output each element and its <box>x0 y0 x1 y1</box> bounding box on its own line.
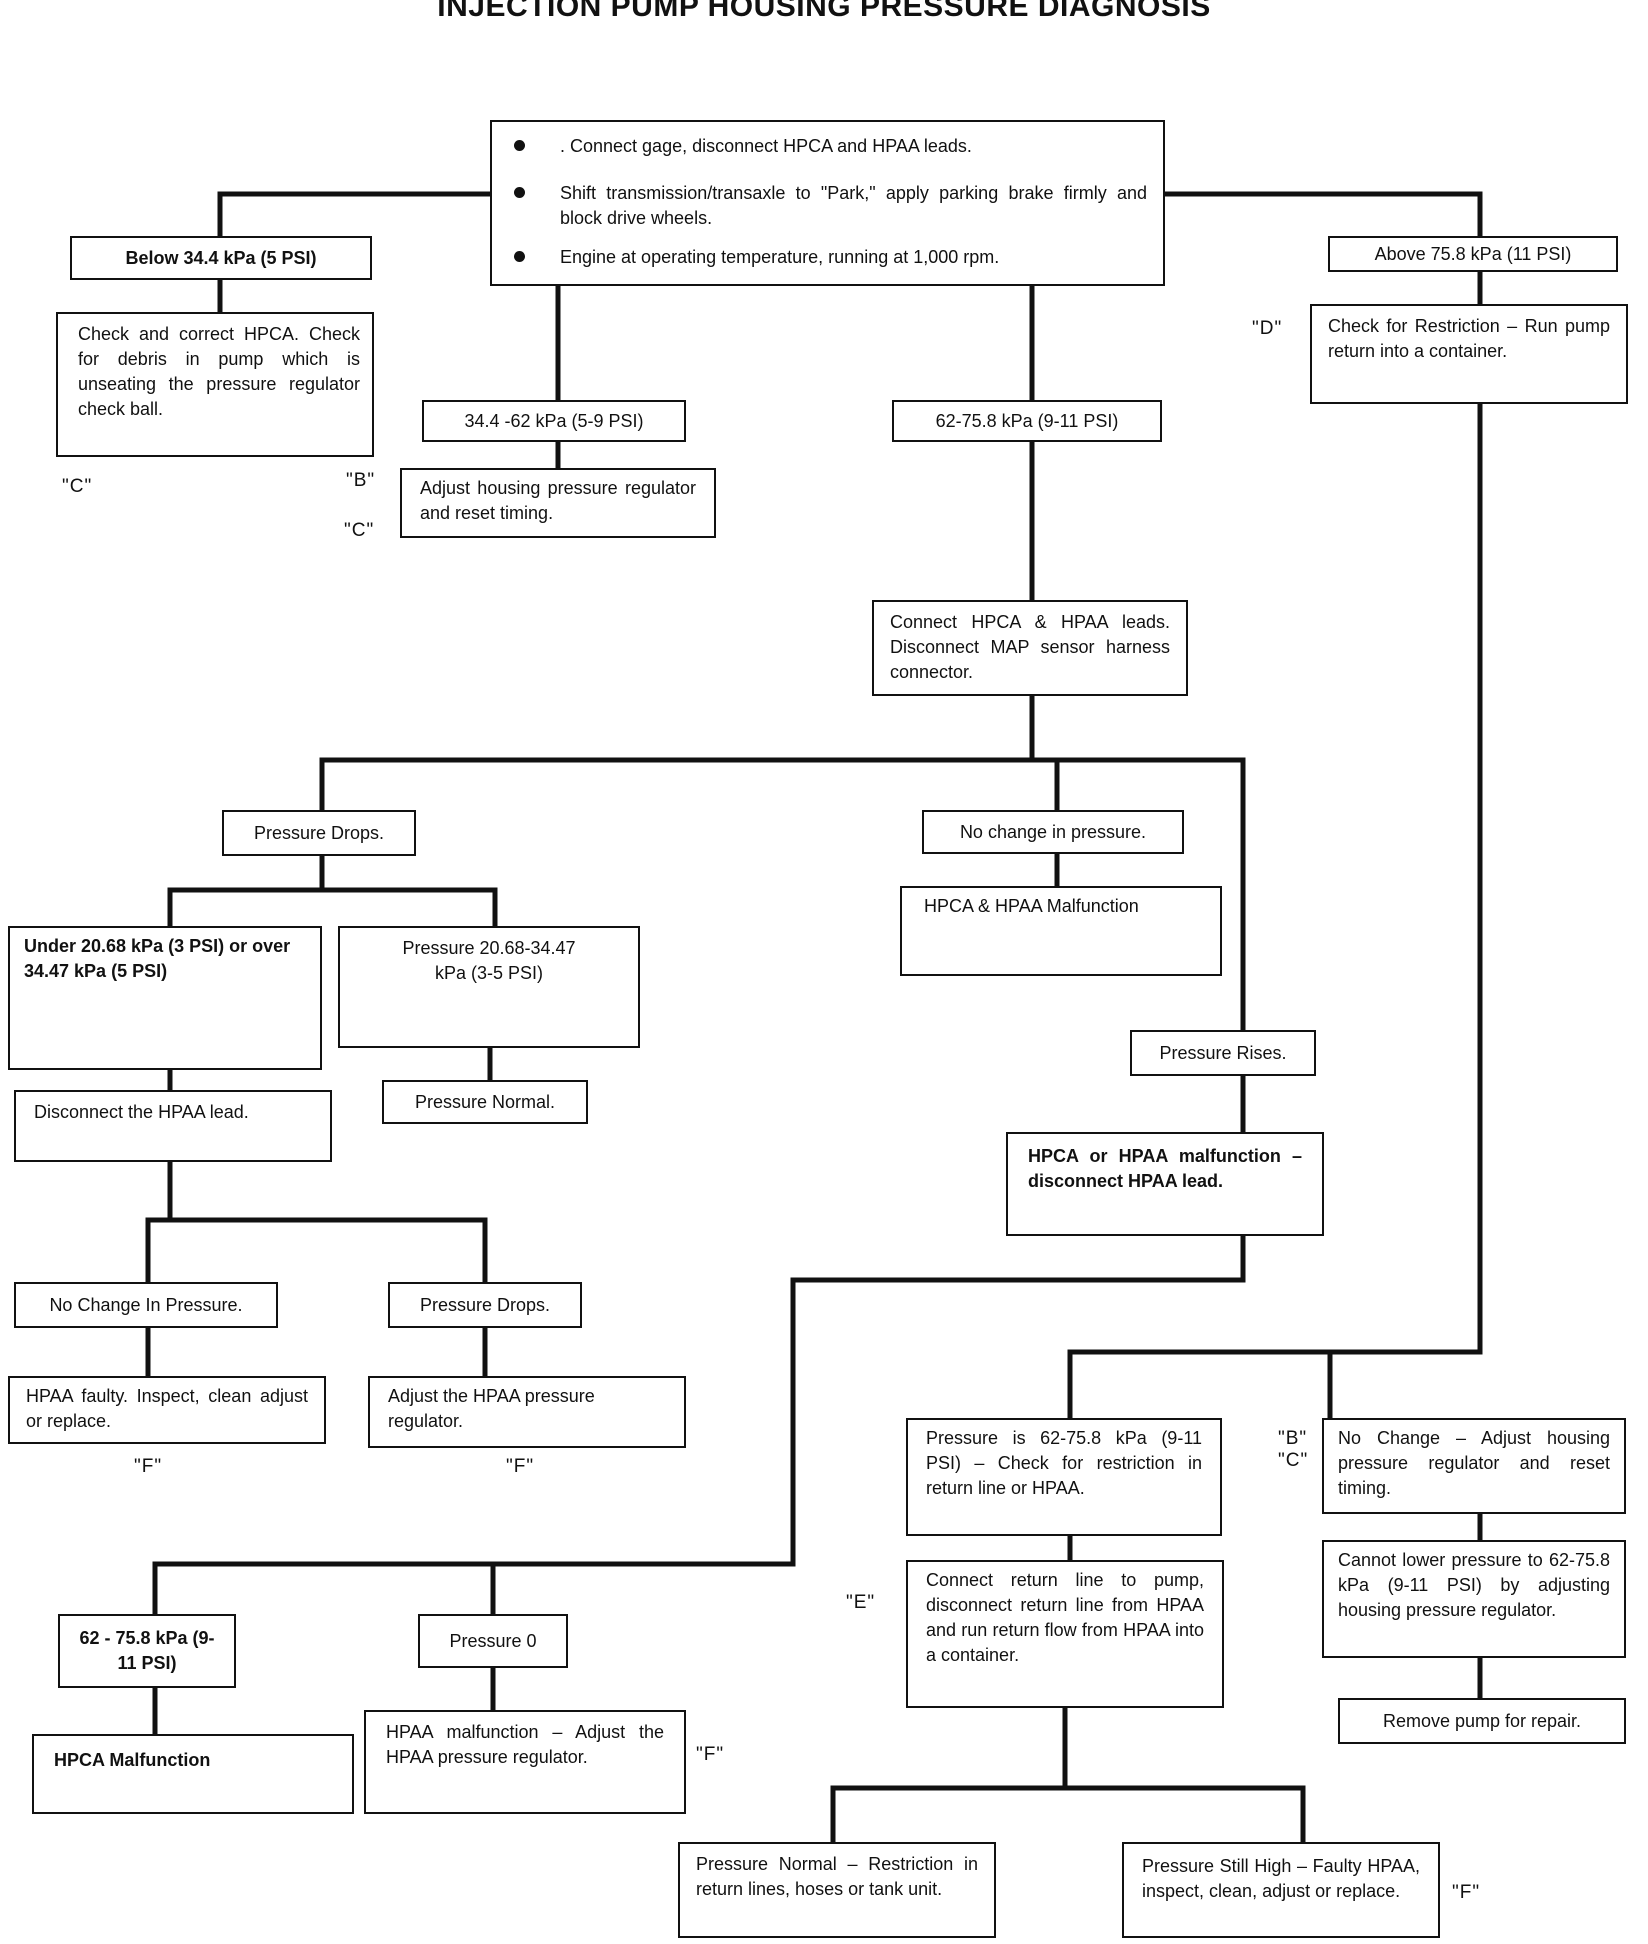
node-connect-return-line: Connect return line to pump, disconnect … <box>906 1560 1224 1708</box>
tag-f: "F" <box>696 1744 725 1765</box>
tag-b: "B" <box>1278 1428 1308 1449</box>
node-pressure-drops-2: Pressure Drops. <box>388 1282 582 1328</box>
node-pressure-still-high: Pressure Still High – Faulty HPAA, inspe… <box>1122 1842 1440 1938</box>
diagram-title: INJECTION PUMP HOUSING PRESSURE DIAGNOSI… <box>437 0 1211 23</box>
tag-f: "F" <box>134 1456 163 1477</box>
node-hpaa-malfunction: HPAA malfunction – Adjust the HPAA press… <box>364 1710 686 1814</box>
node-connect-leads: Connect HPCA & HPAA leads. Disconnect MA… <box>872 600 1188 696</box>
tag-c: "C" <box>62 476 93 497</box>
tag-c: "C" <box>344 520 375 541</box>
instruction-item: . Connect gage, disconnect HPCA and HPAA… <box>500 134 1147 159</box>
bullet-icon <box>514 140 525 151</box>
node-no-change-pressure: No change in pressure. <box>922 810 1184 854</box>
node-adjust-hpaa-regulator: Adjust the HPAA pressure regulator. <box>368 1376 686 1448</box>
node-under-over-range: Under 20.68 kPa (3 PSI) or over 34.47 kP… <box>8 926 322 1070</box>
node-hpaa-faulty: HPAA faulty. Inspect, clean adjust or re… <box>8 1376 326 1444</box>
node-pressure-normal-range: Pressure 20.68-34.47 kPa (3-5 PSI) <box>338 926 640 1048</box>
node-range-5-9psi: 34.4 -62 kPa (5-9 PSI) <box>422 400 686 442</box>
node-restriction-return-lines: Pressure Normal – Restriction in return … <box>678 1842 996 1938</box>
node-check-restriction: Check for Restriction – Run pump return … <box>1310 304 1628 404</box>
start-instructions-box: . Connect gage, disconnect HPCA and HPAA… <box>490 120 1165 286</box>
node-range-9-11psi: 62-75.8 kPa (9-11 PSI) <box>892 400 1162 442</box>
node-disconnect-hpaa: Disconnect the HPAA lead. <box>14 1090 332 1162</box>
node-below-5psi: Below 34.4 kPa (5 PSI) <box>70 236 372 280</box>
node-range-9-11psi-b: 62 - 75.8 kPa (9-11 PSI) <box>58 1614 236 1688</box>
node-hpca-hpaa-malfunction: HPCA & HPAA Malfunction <box>900 886 1222 976</box>
node-cannot-lower-pressure: Cannot lower pressure to 62-75.8 kPa (9-… <box>1322 1540 1626 1658</box>
node-pressure-zero: Pressure 0 <box>418 1614 568 1668</box>
node-hpca-or-hpaa-malfunction: HPCA or HPAA malfunction – disconnect HP… <box>1006 1132 1324 1236</box>
node-pressure-is-range: Pressure is 62-75.8 kPa (9-11 PSI) – Che… <box>906 1418 1222 1536</box>
node-check-hpca: Check and correct HPCA. Check for debris… <box>56 312 374 457</box>
node-no-change-adjust: No Change – Adjust housing pressure regu… <box>1322 1418 1626 1514</box>
node-above-11psi: Above 75.8 kPa (11 PSI) <box>1328 236 1618 272</box>
tag-e: "E" <box>846 1592 876 1613</box>
instruction-item: Engine at operating temperature, running… <box>500 245 1147 270</box>
tag-f: "F" <box>506 1456 535 1477</box>
node-pressure-drops: Pressure Drops. <box>222 810 416 856</box>
tag-f: "F" <box>1452 1882 1481 1903</box>
tag-d: "D" <box>1252 318 1283 339</box>
bullet-icon <box>514 187 525 198</box>
bullet-icon <box>514 251 525 262</box>
tag-b: "B" <box>346 470 376 491</box>
node-pressure-normal: Pressure Normal. <box>382 1080 588 1124</box>
instruction-item: Shift transmission/transaxle to "Park," … <box>500 181 1147 231</box>
node-remove-pump: Remove pump for repair. <box>1338 1698 1626 1744</box>
start-instructions-list: . Connect gage, disconnect HPCA and HPAA… <box>500 134 1147 270</box>
node-no-change-in-pressure: No Change In Pressure. <box>14 1282 278 1328</box>
tag-c: "C" <box>1278 1450 1309 1471</box>
node-adjust-housing-regulator: Adjust housing pressure regulator and re… <box>400 468 716 538</box>
node-hpca-malfunction: HPCA Malfunction <box>32 1734 354 1814</box>
node-pressure-rises: Pressure Rises. <box>1130 1030 1316 1076</box>
